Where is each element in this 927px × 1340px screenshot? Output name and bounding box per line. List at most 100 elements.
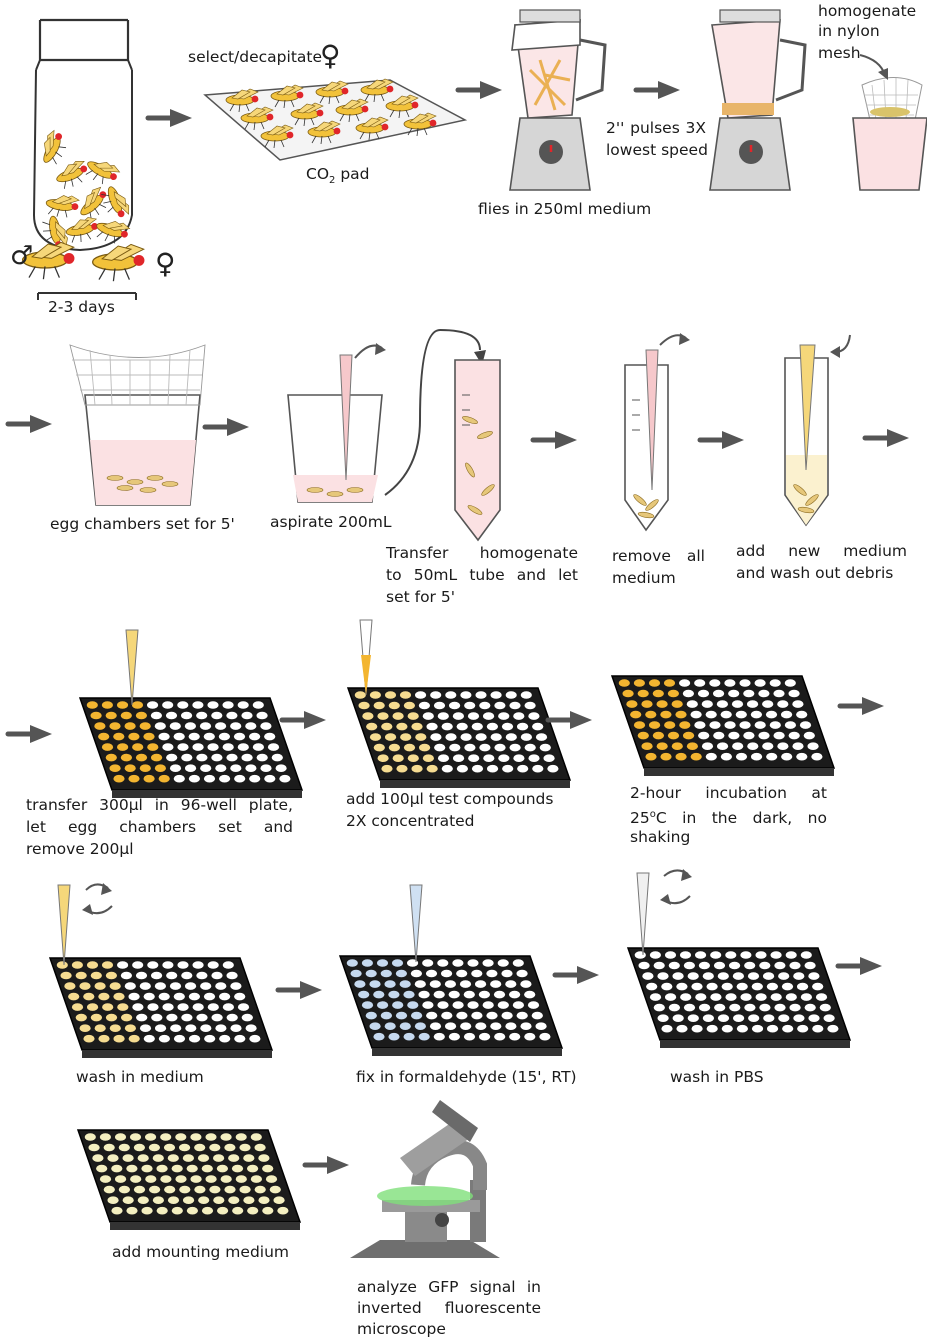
plate-well xyxy=(415,691,427,699)
plate-well xyxy=(373,990,385,999)
cup-icon xyxy=(287,394,383,503)
plate-well xyxy=(694,721,706,729)
plate-well xyxy=(128,774,140,783)
label-add-new-1: add new medium xyxy=(736,542,907,560)
plate-well xyxy=(665,993,677,1001)
plate-well xyxy=(471,969,483,978)
plate-well xyxy=(422,959,434,967)
plate-well xyxy=(637,731,649,740)
plate-well xyxy=(209,1185,221,1194)
plate-well xyxy=(471,1011,483,1020)
plate-well xyxy=(494,701,506,710)
plate-well xyxy=(793,972,805,980)
plate-well xyxy=(660,752,672,761)
plate-well xyxy=(448,1032,460,1041)
plate-well xyxy=(497,959,509,967)
plate-well xyxy=(237,1003,250,1011)
plate-well xyxy=(109,764,121,772)
plate-well xyxy=(213,1196,225,1204)
plate-well xyxy=(218,732,230,741)
plate-well xyxy=(200,982,212,990)
plate-well xyxy=(384,691,397,699)
plate-well xyxy=(271,753,283,762)
plate-well xyxy=(646,982,658,991)
plate-well xyxy=(482,959,494,967)
plate-well xyxy=(56,961,68,969)
plate-well xyxy=(369,733,382,741)
plate-well xyxy=(167,1196,180,1204)
plate-well xyxy=(441,1011,453,1020)
plate-well xyxy=(75,971,87,980)
plate-well xyxy=(395,1011,408,1020)
plate-well xyxy=(273,1196,285,1204)
plate-well xyxy=(254,1185,266,1194)
arrow-right-icon xyxy=(148,109,192,127)
plate-well xyxy=(773,731,785,740)
plate-well xyxy=(505,691,517,699)
plate-well xyxy=(226,753,238,762)
plate-well xyxy=(166,971,178,980)
plate-well xyxy=(520,691,532,699)
plate-well xyxy=(182,1154,194,1162)
plate-well xyxy=(226,1013,238,1022)
plate-well xyxy=(683,961,696,970)
plate-well xyxy=(245,764,257,772)
plate-well xyxy=(649,721,661,729)
plate-well xyxy=(171,1206,183,1215)
plate-well xyxy=(96,1164,108,1173)
arrow-right-icon xyxy=(548,711,592,729)
plate-well xyxy=(262,1164,274,1173)
plate-well xyxy=(725,951,737,959)
plate-well xyxy=(113,774,125,783)
plate-well xyxy=(725,993,737,1001)
plate-well xyxy=(173,732,185,741)
plate-well xyxy=(98,992,110,1001)
plate-well xyxy=(812,1024,824,1033)
plate-well xyxy=(445,1022,457,1030)
plate-well xyxy=(228,1154,240,1162)
plate-well xyxy=(490,733,502,741)
plate-well xyxy=(196,971,208,980)
plate-well xyxy=(192,1003,204,1011)
plate-well xyxy=(478,990,490,999)
plate-well xyxy=(149,1185,161,1194)
plate-well xyxy=(192,961,204,969)
plate-well xyxy=(422,1001,434,1009)
plate-well xyxy=(732,972,745,980)
plate-well xyxy=(456,764,468,773)
plate-well xyxy=(207,961,219,969)
plate-well xyxy=(203,732,215,741)
plate-well xyxy=(789,1003,801,1012)
plate-well xyxy=(716,700,729,708)
plate-well xyxy=(547,764,559,773)
plate-well xyxy=(736,982,748,991)
plate-well xyxy=(369,1022,381,1030)
plate-well xyxy=(177,701,189,709)
plate-well xyxy=(683,731,695,740)
plate-well xyxy=(75,1013,87,1022)
plate-well xyxy=(456,1011,468,1020)
plate-well xyxy=(361,1001,374,1009)
plate-well xyxy=(777,700,789,708)
plate-well xyxy=(148,1143,160,1152)
plate-well xyxy=(141,1206,153,1215)
plate-well xyxy=(158,992,170,1001)
label-transfer96-1: transfer 300µl in 96-well plate, xyxy=(26,796,293,814)
plate-well xyxy=(490,691,502,699)
plate-well xyxy=(758,689,770,698)
plate-well xyxy=(437,1001,449,1009)
plate-well xyxy=(346,959,358,967)
plate-well xyxy=(411,722,423,731)
plate-well xyxy=(645,710,657,719)
label-lowest-speed: lowest speed xyxy=(606,141,708,159)
nylon-mesh-icon xyxy=(69,344,206,406)
plate-edge xyxy=(644,768,834,776)
plate-well xyxy=(475,980,487,988)
plate-well xyxy=(645,752,657,761)
arrow-right-icon xyxy=(282,711,326,729)
plate-well xyxy=(156,1164,168,1173)
plate-well xyxy=(145,1175,157,1183)
plate-well xyxy=(468,754,480,762)
plate-well xyxy=(781,982,794,991)
plate-well xyxy=(717,1014,730,1022)
